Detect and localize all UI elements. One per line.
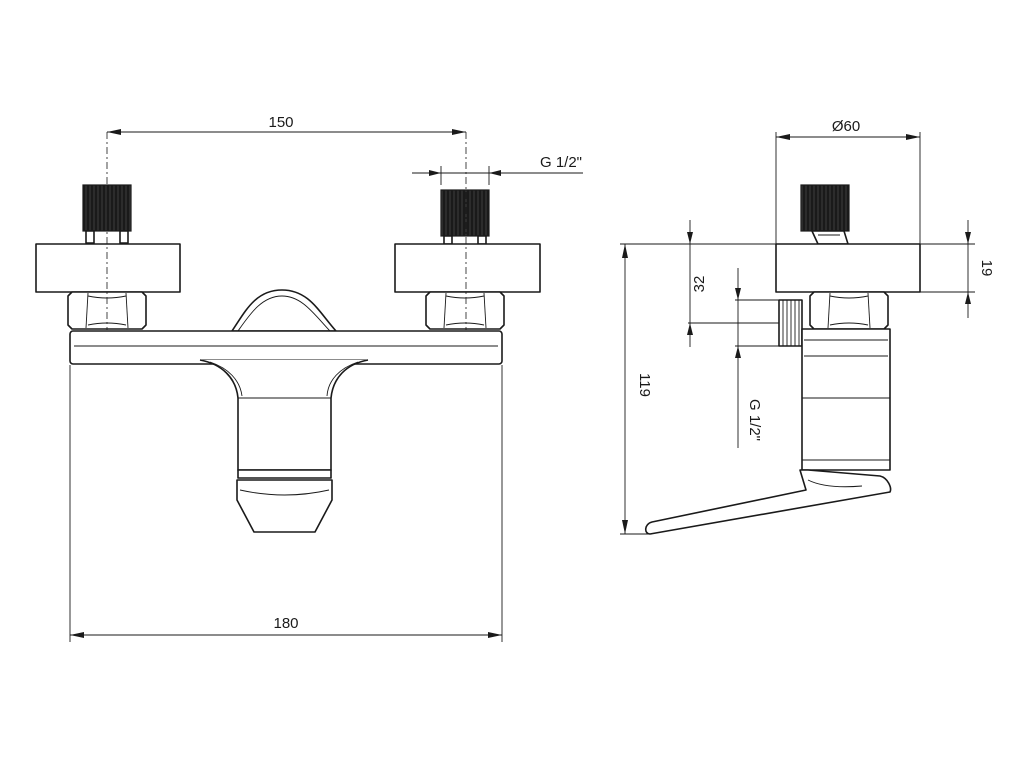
side-escutcheon (775, 243, 921, 293)
dimension-119-label: 119 (636, 373, 653, 397)
dimension-19: 19 (920, 220, 995, 318)
side-outlet-thread (778, 299, 803, 347)
dimension-150: 150 (107, 114, 466, 135)
side-hex-nut (809, 291, 889, 330)
side-view: Ø60 19 32 G 1/2" (620, 118, 995, 535)
side-body (801, 328, 891, 471)
dimension-180-label: 180 (273, 615, 298, 632)
dimension-119: 119 (620, 243, 776, 535)
right-escutcheon (394, 243, 541, 293)
left-escutcheon (35, 243, 181, 293)
spout-neck (199, 359, 369, 471)
dimension-32: 32 (687, 220, 779, 347)
right-hex-nut (425, 291, 505, 330)
diameter-label: Ø60 (832, 118, 860, 135)
dimension-150-label: 150 (268, 114, 293, 131)
mixer-body (69, 330, 503, 365)
front-view: 150 G 1/2" 180 (35, 114, 583, 642)
spout-aerator (236, 479, 333, 533)
thread-side-label: G 1/2" (746, 399, 763, 441)
dimension-32-label: 32 (691, 276, 708, 293)
side-inlet-thread (800, 184, 850, 232)
right-inlet-thread (440, 189, 490, 245)
thread-front-label: G 1/2" (540, 154, 582, 171)
spout-ring (237, 469, 332, 479)
side-lever (644, 469, 892, 535)
dimension-thread-side: G 1/2" (735, 268, 779, 448)
dimension-19-label: 19 (978, 260, 995, 277)
dimension-thread-front: G 1/2" (412, 154, 583, 185)
front-handle (231, 289, 337, 332)
dimension-180: 180 (69, 365, 503, 642)
dimension-diameter: Ø60 (775, 118, 921, 244)
